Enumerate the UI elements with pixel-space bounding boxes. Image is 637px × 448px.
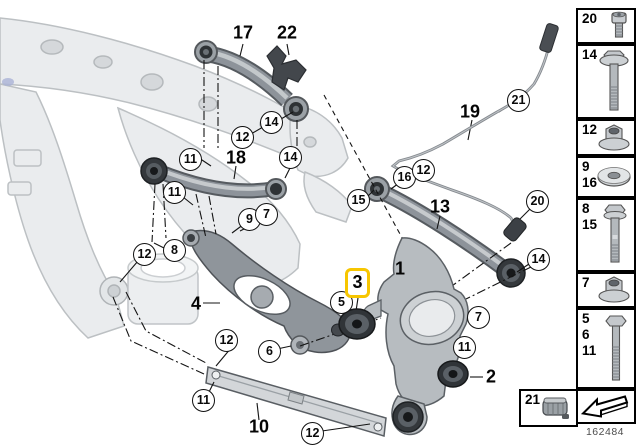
part-label-2[interactable]: 2 — [485, 366, 497, 387]
direction-arrow-box — [576, 389, 636, 424]
drawing-number: 162484 — [585, 426, 625, 438]
legend-label: 6 — [582, 326, 590, 342]
part-label-13[interactable]: 13 — [429, 196, 451, 217]
rubber-bushing-2 — [437, 360, 469, 388]
flange-nut-icon — [598, 123, 630, 151]
abs-sensor-20 — [503, 217, 527, 242]
legend-label: 12 — [582, 122, 598, 137]
bracket-22 — [266, 45, 307, 91]
legend-box-14[interactable]: 14 — [576, 44, 636, 119]
callout-circle-16[interactable]: 16 — [393, 166, 416, 189]
legend-box-12[interactable]: 12 — [576, 119, 636, 156]
lower-control-arm-4 — [182, 229, 351, 355]
washer-icon — [597, 167, 631, 187]
callout-circle-11[interactable]: 11 — [179, 148, 202, 171]
legend-label: 15 — [582, 216, 598, 232]
legend-label: 16 — [582, 174, 598, 190]
legend-label: 7 — [582, 275, 590, 290]
legend-box-12-labels: 12 — [582, 122, 597, 138]
part-label-10[interactable]: 10 — [248, 416, 270, 437]
abs-sensor-cable-19 — [390, 23, 559, 242]
camber-arm-18 — [140, 157, 287, 200]
push-rod-10 — [205, 366, 387, 437]
callout-circle-7[interactable]: 7 — [467, 306, 490, 329]
legend-label: 5 — [582, 311, 590, 326]
callout-circle-12[interactable]: 12 — [215, 329, 238, 352]
legend-label: 20 — [582, 11, 598, 26]
highlighted-callout-3[interactable]: 3 — [345, 268, 370, 298]
callout-circle-12[interactable]: 12 — [133, 243, 156, 266]
direction-arrow-icon — [580, 394, 629, 418]
part-label-19[interactable]: 19 — [459, 101, 481, 122]
legend-box-20-labels: 20 — [582, 11, 597, 27]
callout-circle-11[interactable]: 11 — [163, 181, 186, 204]
part-label-4[interactable]: 4 — [190, 293, 202, 314]
callout-circle-14[interactable]: 14 — [260, 111, 283, 134]
callout-circle-12[interactable]: 12 — [301, 422, 324, 445]
callout-circle-15[interactable]: 15 — [347, 189, 370, 212]
callout-circle-20[interactable]: 20 — [526, 190, 549, 213]
rubber-bushing-3 — [331, 308, 376, 340]
callout-circle-14[interactable]: 14 — [527, 248, 550, 271]
socket-head-screw-icon — [611, 11, 627, 38]
part-label-22[interactable]: 22 — [276, 22, 298, 43]
hex-bolt-threaded-icon — [605, 314, 627, 381]
legend-label: 8 — [582, 201, 590, 216]
callout-circle-21[interactable]: 21 — [507, 89, 530, 112]
part-label-18[interactable]: 18 — [225, 147, 247, 168]
callout-circle-14[interactable]: 14 — [279, 146, 302, 169]
callout-circle-7[interactable]: 7 — [255, 203, 278, 226]
callout-circle-6[interactable]: 6 — [258, 340, 281, 363]
hex-bolt-long-icon — [603, 204, 627, 263]
legend-label: 14 — [582, 47, 598, 62]
callout-circle-12[interactable]: 12 — [412, 159, 435, 182]
cable-connector — [539, 23, 559, 53]
cable-clip-icon — [542, 397, 569, 419]
legend-label: 11 — [582, 342, 597, 358]
legend-box-21[interactable]: 21 — [519, 389, 578, 427]
legend-box-21-labels: 21 — [525, 392, 540, 408]
flange-nut-icon — [598, 276, 630, 303]
callout-circle-8[interactable]: 8 — [163, 239, 186, 262]
hex-bolt-with-washer-icon — [599, 49, 629, 111]
part-label-17[interactable]: 17 — [232, 22, 254, 43]
legend-box-20[interactable]: 20 — [576, 8, 636, 44]
toe-arm-13 — [364, 176, 526, 288]
legend-label: 21 — [525, 392, 541, 407]
legend-box-7[interactable]: 7 — [576, 272, 636, 308]
legend-box-14-labels: 14 — [582, 47, 597, 63]
callout-circle-11[interactable]: 11 — [192, 389, 215, 412]
legend-label: 9 — [582, 159, 590, 174]
callout-circle-11[interactable]: 11 — [453, 336, 476, 359]
legend-box-7-labels: 7 — [582, 275, 590, 291]
part-label-1[interactable]: 1 — [394, 258, 406, 279]
upper-control-arm-17 — [194, 40, 309, 122]
callout-circle-12[interactable]: 12 — [231, 126, 254, 149]
